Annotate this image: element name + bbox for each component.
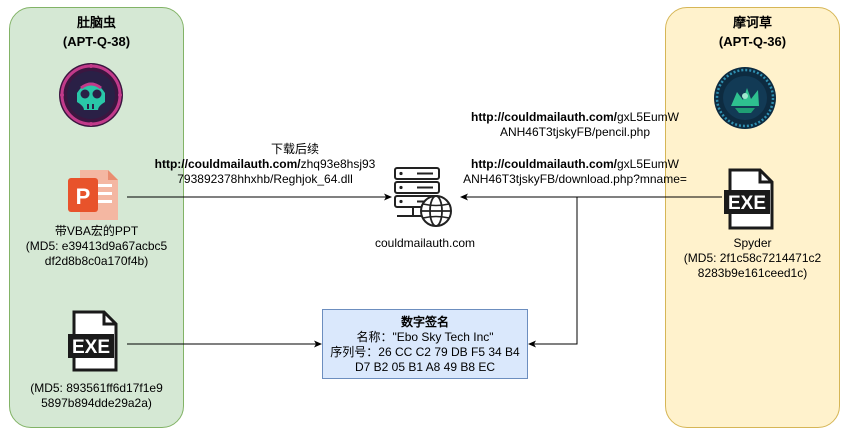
- right-url1-line1: http://couldmailauth.com/gxL5EumW: [450, 110, 700, 125]
- left-url-line1: http://couldmailauth.com/zhq93e8hsj93: [140, 157, 390, 172]
- download-caption: 下载后续: [270, 142, 319, 156]
- ppt-md5-line1: (MD5: e39413d9a67acbc5: [25, 239, 168, 253]
- spyder-md5-line2: 8283b9e161ceed1c): [697, 266, 808, 280]
- right-url2-rest1: gxL5EumW: [616, 157, 680, 171]
- right-group-name: 摩诃草: [732, 15, 772, 30]
- server-globe-icon: [393, 166, 459, 232]
- right-url1-rest1: gxL5EumW: [616, 110, 680, 124]
- left-group-id: (APT-Q-38): [62, 34, 131, 49]
- right-url2-domain: http://couldmailauth.com/: [470, 157, 617, 171]
- left-url-rest1: zhq93e8hsj93: [300, 157, 376, 171]
- right-url2-line1: http://couldmailauth.com/gxL5EumW: [450, 157, 700, 172]
- signature-serial-line2: D7 B2 05 B1 A8 49 B8 EC: [354, 360, 496, 374]
- signature-name: 名称："Ebo Sky Tech Inc": [356, 330, 494, 344]
- signature-title: 数字签名: [400, 315, 449, 329]
- svg-text:P: P: [76, 184, 91, 209]
- apt-q-36-logo-icon: [713, 66, 777, 130]
- left-url-domain: http://couldmailauth.com/: [154, 157, 301, 171]
- spyder-label: Spyder: [733, 236, 772, 250]
- exe-md5-line2: 5897b894dde29a2a): [41, 396, 152, 410]
- digital-signature-box: 数字签名 名称："Ebo Sky Tech Inc" 序列号：26 CC C2 …: [322, 309, 528, 379]
- server-label: couldmailauth.com: [374, 236, 476, 250]
- apt-q-38-logo-icon: [58, 62, 124, 128]
- ppt-label: 带VBA宏的PPT: [54, 224, 139, 238]
- left-url-line2: 793892378hhxhb/Reghjok_64.dll: [177, 172, 353, 186]
- right-group-id: (APT-Q-36): [718, 34, 787, 49]
- left-exe-icon-text: EXE: [72, 337, 110, 358]
- exe-md5-line1: (MD5: 893561ff6d17f1e9: [30, 381, 163, 395]
- right-exe-icon-text: EXE: [728, 193, 766, 214]
- powerpoint-file-icon: P: [66, 168, 120, 222]
- left-group-name: 肚脑虫: [76, 15, 116, 30]
- spyder-exe-file-icon: EXE: [722, 168, 776, 230]
- spyder-to-signature-arrow: [528, 197, 578, 348]
- signature-serial-line1: 序列号：26 CC C2 79 DB F5 34 B4: [330, 345, 520, 359]
- right-url1-domain: http://couldmailauth.com/: [470, 110, 617, 124]
- right-url2-line2: ANH46T3tjskyFB/download.php?mname=: [463, 172, 687, 186]
- left-exe-file-icon: EXE: [66, 310, 120, 372]
- spyder-md5-line1: (MD5: 2f1c58c7214471c2: [683, 251, 822, 265]
- right-url1-line2: ANH46T3tjskyFB/pencil.php: [499, 125, 651, 139]
- ppt-md5-line2: df2d8b8c0a170f4b): [44, 254, 149, 268]
